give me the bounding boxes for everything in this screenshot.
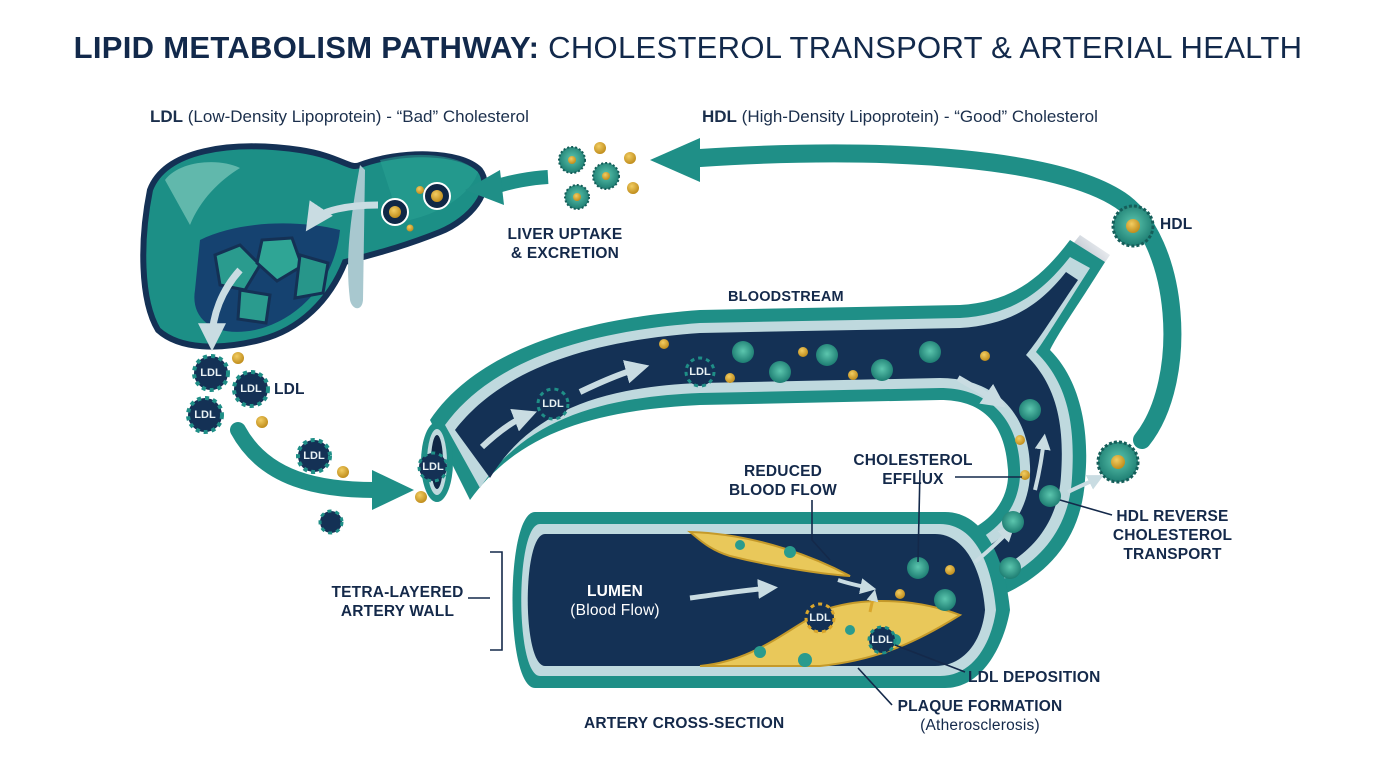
hdl-heading-rest: (High-Density Lipoprotein) - “Good” Chol… (736, 107, 1098, 126)
uptake-arrow (495, 170, 549, 193)
ldl-label: LDL (274, 381, 305, 398)
ldl-particle-label: LDL (240, 383, 262, 395)
hdl-particle-side (1096, 440, 1140, 484)
plaque-label: PLAQUE FORMATION (Atherosclerosis) (895, 697, 1065, 735)
efflux-label: CHOLESTEROL EFFLUX (848, 451, 978, 489)
plaque-sub: (Atherosclerosis) (920, 717, 1040, 734)
vessel-hdl-particles (732, 341, 1061, 611)
liver (140, 143, 488, 350)
ldl-particle-label: LDL (200, 367, 222, 379)
hdl-reverse-line-2: CHOLESTEROL (1112, 527, 1233, 544)
ldl-particles (186, 354, 897, 655)
hdl-reverse-line-1: HDL REVERSE (1116, 508, 1229, 525)
hdl-label: HDL (1160, 216, 1193, 233)
ldl-heading-bold: LDL (150, 107, 184, 126)
hdl-reverse-line-3: TRANSPORT (1123, 546, 1222, 563)
artery-cross-section-label: ARTERY CROSS-SECTION (584, 715, 785, 732)
ldl-deposition-label: LDL DEPOSITION (968, 669, 1101, 686)
reduced-flow-line-1: REDUCED (743, 463, 823, 480)
liver-down-arrow (198, 267, 243, 352)
efflux-line-1: CHOLESTEROL (853, 452, 973, 469)
ldl-arrow-to-vessel (230, 422, 383, 498)
ldl-particle-label: LDL (809, 612, 831, 624)
liver-uptake-line-1: LIVER UPTAKE (507, 226, 623, 243)
lumen-title: LUMEN (586, 583, 644, 600)
title-bold: LIPID METABOLISM PATHWAY: (73, 30, 540, 65)
hdl-particle-top (1111, 204, 1155, 248)
reduced-flow-label: REDUCED BLOOD FLOW (718, 462, 848, 500)
ldl-particle-label: LDL (303, 450, 325, 462)
plaque-title: PLAQUE FORMATION (897, 698, 1063, 715)
efflux-line-2: EFFLUX (882, 471, 944, 488)
liver-internal-arrow (305, 200, 379, 232)
tetra-line-2: ARTERY WALL (340, 603, 455, 620)
bloodstream-label: BLOODSTREAM (728, 289, 844, 305)
hdl-reverse-label: HDL REVERSE CHOLESTEROL TRANSPORT (1100, 507, 1245, 564)
ldl-heading-rest: (Low-Density Lipoprotein) - “Bad” Choles… (183, 107, 529, 126)
ldl-particle-label: LDL (422, 461, 444, 473)
hdl-return-arrow (691, 144, 1182, 449)
lumen-label: LUMEN (Blood Flow) (560, 582, 670, 620)
ldl-heading: LDL (Low-Density Lipoprotein) - “Bad” Ch… (150, 107, 529, 127)
ldl-particle-label: LDL (689, 366, 711, 378)
leader-lines (468, 469, 1113, 706)
tetra-line-1: TETRA-LAYERED (331, 584, 464, 601)
hdl-heading-bold: HDL (702, 107, 737, 126)
gold-cholesterol-dots (232, 339, 1030, 599)
ldl-particle-label: LDL (542, 398, 564, 410)
lumen-sub: (Blood Flow) (570, 602, 660, 619)
title-rest: CHOLESTEROL TRANSPORT & ARTERIAL HEALTH (539, 30, 1303, 65)
ldl-particle-label: LDL (871, 634, 893, 646)
efflux-up-arrow (866, 589, 879, 613)
hdl-heading: HDL (High-Density Lipoprotein) - “Good” … (702, 107, 1098, 127)
tetra-layer-label: TETRA-LAYERED ARTERY WALL (325, 583, 470, 621)
liver-particle (381, 182, 451, 232)
liver-uptake-label: LIVER UPTAKE & EXCRETION (500, 225, 630, 263)
liver-uptake-line-2: & EXCRETION (510, 245, 620, 262)
uptake-particle-cluster (558, 142, 639, 210)
page-title: LIPID METABOLISM PATHWAY: CHOLESTEROL TR… (0, 30, 1376, 66)
reduced-flow-line-2: BLOOD FLOW (729, 482, 837, 499)
ldl-particle-label: LDL (194, 409, 216, 421)
